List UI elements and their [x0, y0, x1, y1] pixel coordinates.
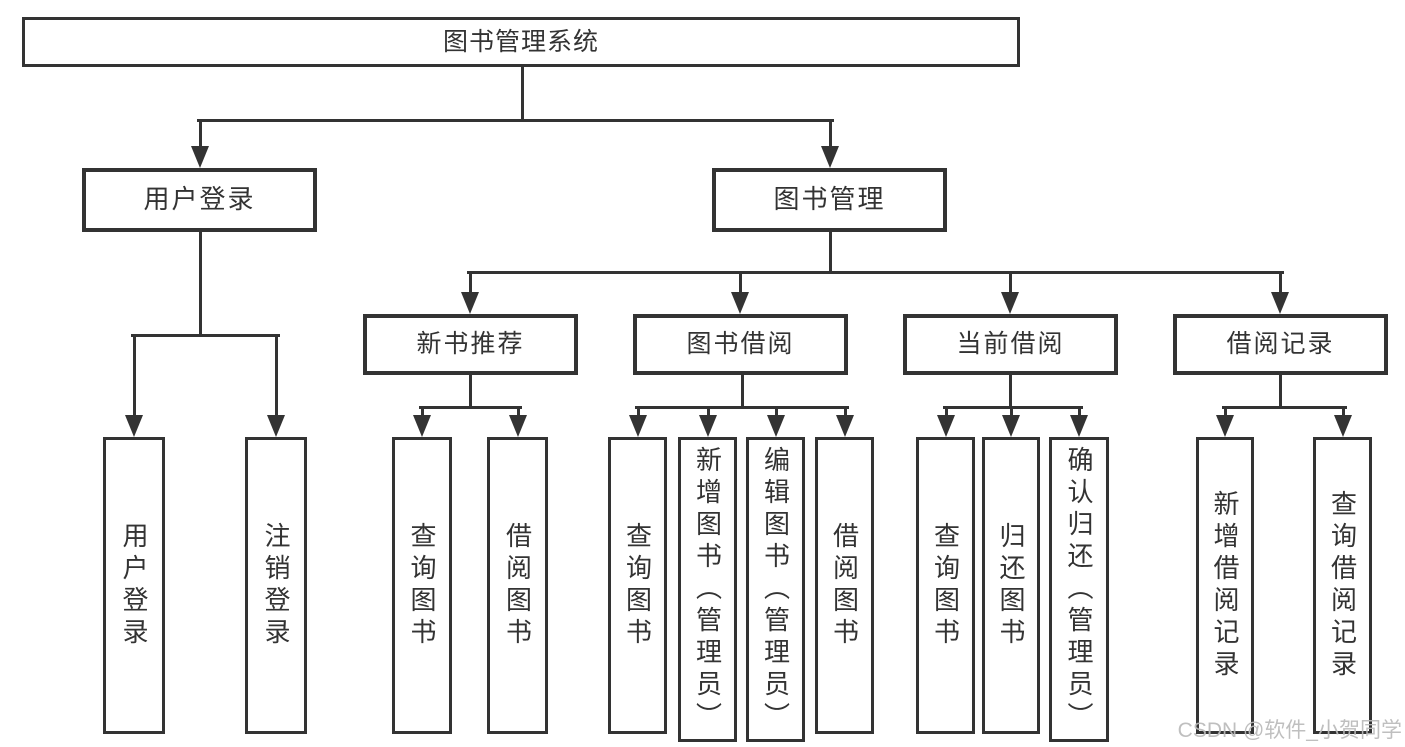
- connector-arrow-shaft: [1278, 272, 1282, 294]
- node-label: 查询图书: [407, 521, 437, 650]
- node-leaf-confirm-return: 确认归还（管理员）: [1049, 437, 1109, 742]
- node-leaf-user-login: 用户登录: [103, 437, 165, 734]
- node-leaf-logout: 注销登录: [245, 437, 307, 734]
- connector-arrow-shaft: [420, 407, 424, 417]
- node-current-borrow: 当前借阅: [903, 314, 1118, 375]
- node-root: 图书管理系统: [22, 17, 1020, 67]
- node-user-login: 用户登录: [82, 168, 317, 232]
- connector-line-v: [520, 67, 524, 122]
- connector-arrow-shaft: [274, 335, 278, 417]
- connector-arrow-shaft: [828, 120, 832, 148]
- node-leaf-edit-book-admin: 编辑图书（管理员）: [746, 437, 805, 742]
- connector-arrow-shaft: [843, 407, 847, 417]
- arrowhead-down-icon: [1333, 415, 1352, 437]
- node-label: 用户登录: [143, 184, 256, 215]
- node-label: 归还图书: [996, 521, 1026, 650]
- node-leaf-query-book-3: 查询图书: [916, 437, 975, 734]
- arrowhead-down-icon: [1001, 415, 1020, 437]
- arrowhead-down-icon: [1000, 292, 1019, 314]
- arrowhead-down-icon: [1270, 292, 1289, 314]
- node-label: 查询借阅记录: [1327, 489, 1358, 682]
- node-label: 图书管理系统: [442, 27, 599, 56]
- node-label: 确认归还（管理员）: [1064, 445, 1094, 734]
- node-leaf-query-book-1: 查询图书: [392, 437, 452, 734]
- connector-arrow-shaft: [738, 272, 742, 294]
- connector-line-h: [942, 405, 1083, 409]
- node-label: 查询图书: [930, 521, 961, 650]
- connector-arrow-shaft: [132, 335, 136, 417]
- node-label: 编辑图书（管理员）: [760, 445, 791, 734]
- connector-line-v: [1008, 375, 1012, 408]
- node-leaf-return-book: 归还图书: [982, 437, 1040, 734]
- arrowhead-down-icon: [730, 292, 749, 314]
- connector-line-h: [634, 405, 849, 409]
- connector-arrow-shaft: [1077, 407, 1081, 417]
- node-label: 借阅图书: [829, 521, 860, 650]
- arrowhead-down-icon: [820, 146, 839, 168]
- connector-line-h: [466, 270, 1284, 274]
- arrowhead-down-icon: [190, 146, 209, 168]
- arrowhead-down-icon: [628, 415, 647, 437]
- arrowhead-down-icon: [508, 415, 527, 437]
- connector-line-v: [198, 232, 202, 336]
- connector-arrow-shaft: [198, 120, 202, 148]
- connector-arrow-shaft: [944, 407, 948, 417]
- connector-line-v: [1278, 375, 1282, 408]
- node-leaf-borrow-book-1: 借阅图书: [487, 437, 548, 734]
- connector-line-h: [130, 333, 280, 337]
- node-borrow-records: 借阅记录: [1173, 314, 1388, 375]
- node-new-book-recommend: 新书推荐: [363, 314, 578, 375]
- connector-line-v: [468, 375, 472, 408]
- arrowhead-down-icon: [460, 292, 479, 314]
- node-label: 借阅记录: [1226, 330, 1335, 359]
- node-leaf-borrow-book-2: 借阅图书: [815, 437, 874, 734]
- connector-line-v: [740, 375, 744, 408]
- node-label: 用户登录: [119, 521, 149, 650]
- node-leaf-add-borrow-rec: 新增借阅记录: [1196, 437, 1254, 734]
- connector-arrow-shaft: [1008, 272, 1012, 294]
- connector-arrow-shaft: [706, 407, 710, 417]
- node-label: 当前借阅: [956, 330, 1065, 359]
- arrowhead-down-icon: [266, 415, 285, 437]
- node-label: 图书管理: [773, 184, 886, 215]
- node-label: 查询图书: [622, 521, 653, 650]
- node-label: 图书借阅: [686, 330, 795, 359]
- node-leaf-query-borrow-rec: 查询借阅记录: [1313, 437, 1372, 734]
- node-label: 注销登录: [261, 521, 291, 650]
- arrowhead-down-icon: [412, 415, 431, 437]
- csdn-watermark: CSDN @软件_小贺同学: [1177, 719, 1402, 742]
- connector-line-h: [196, 118, 834, 122]
- node-book-borrow: 图书借阅: [633, 314, 848, 375]
- connector-line-h: [1221, 405, 1347, 409]
- arrowhead-down-icon: [124, 415, 143, 437]
- node-leaf-query-book-2: 查询图书: [608, 437, 667, 734]
- arrowhead-down-icon: [936, 415, 955, 437]
- connector-arrow-shaft: [1223, 407, 1227, 417]
- arrowhead-down-icon: [766, 415, 785, 437]
- connector-arrow-shaft: [774, 407, 778, 417]
- node-book-management: 图书管理: [712, 168, 947, 232]
- connector-arrow-shaft: [1009, 407, 1013, 417]
- node-label: 新增图书（管理员）: [692, 445, 723, 734]
- arrowhead-down-icon: [1215, 415, 1234, 437]
- arrowhead-down-icon: [698, 415, 717, 437]
- node-label: 新书推荐: [416, 330, 525, 359]
- connector-line-v: [828, 232, 832, 273]
- arrowhead-down-icon: [835, 415, 854, 437]
- connector-line-h: [418, 405, 522, 409]
- arrowhead-down-icon: [1069, 415, 1088, 437]
- connector-arrow-shaft: [516, 407, 520, 417]
- node-label: 借阅图书: [502, 521, 533, 650]
- connector-arrow-shaft: [468, 272, 472, 294]
- connector-arrow-shaft: [1341, 407, 1345, 417]
- node-leaf-add-book-admin: 新增图书（管理员）: [678, 437, 737, 742]
- node-label: 新增借阅记录: [1210, 489, 1240, 682]
- connector-arrow-shaft: [636, 407, 640, 417]
